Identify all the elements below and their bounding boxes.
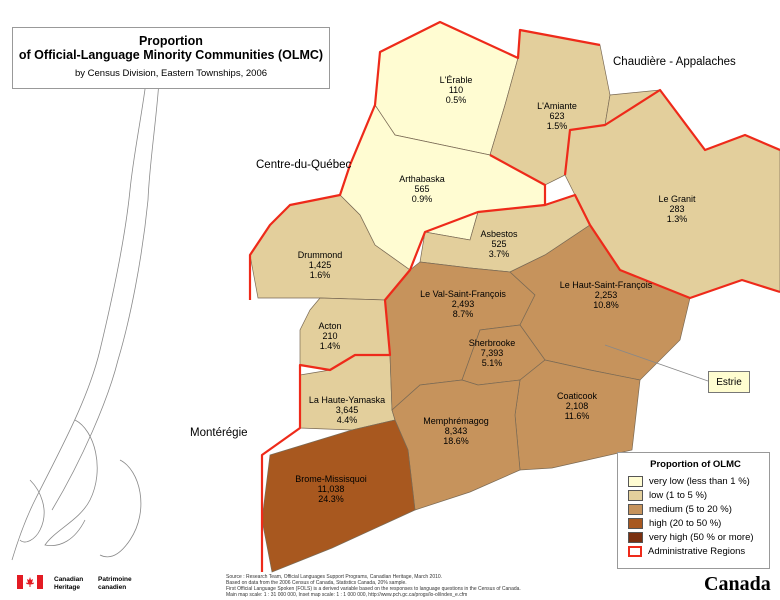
legend-swatch [628, 517, 643, 529]
division-pct: 4.4% [337, 415, 358, 425]
label-chaudiere-appalaches: Chaudière - Appalaches [613, 56, 736, 68]
division-pct: 1.6% [310, 270, 331, 280]
division-count: 1,425 [309, 260, 332, 270]
division-pct: 11.6% [565, 411, 590, 421]
division-name: Coaticook [557, 391, 598, 401]
legend: Proportion of OLMC very low (less than 1… [617, 452, 770, 569]
division-count: 525 [491, 239, 506, 249]
division-count: 623 [549, 111, 564, 121]
division-pct: 1.5% [547, 121, 568, 131]
division-name: L'Amiante [537, 101, 577, 111]
division-name: Le Haut-Saint-François [560, 280, 653, 290]
canada-flag-icon [17, 575, 43, 589]
division-count: 210 [322, 331, 337, 341]
division-name: L'Érable [440, 75, 473, 85]
division-pct: 5.1% [482, 358, 503, 368]
division-name: Drummond [298, 250, 343, 260]
legend-title: Proportion of OLMC [650, 459, 741, 470]
estrie-label: Estrie [708, 371, 750, 393]
legend-item: medium (5 to 20 %) [628, 502, 763, 516]
division-pct: 1.4% [320, 341, 341, 351]
source-line: Source : Research Team, Official Languag… [226, 574, 443, 580]
division-count: 2,108 [566, 401, 589, 411]
division-count: 7,393 [481, 348, 504, 358]
source-line: Main map scale: 1 : 31 000 000, Inset ma… [226, 592, 468, 598]
label-monteregie: Montérégie [190, 427, 248, 439]
legend-swatch [628, 503, 643, 515]
division-pct: 1.3% [667, 214, 688, 224]
division-pct: 10.8% [593, 300, 619, 310]
legend-item: low (1 to 5 %) [628, 488, 763, 502]
label-centre-du-quebec: Centre-du-Québec [256, 159, 351, 171]
division-pct: 0.5% [446, 95, 467, 105]
region-bromemissisquoi [261, 419, 416, 573]
map-title-line1: Proportion [139, 34, 203, 48]
division-count: 11,038 [318, 484, 345, 494]
legend-swatch [628, 489, 643, 501]
census-divisions [249, 21, 780, 573]
legend-item: high (20 to 50 %) [628, 516, 763, 530]
source-notes: Source : Research Team, Official Languag… [226, 574, 626, 598]
division-name: Le Val-Saint-François [420, 289, 506, 299]
estrie-callout-line [604, 344, 709, 382]
division-count: 8,343 [445, 426, 468, 436]
st-lawrence-river [11, 29, 161, 561]
legend-swatch-admin [628, 545, 642, 557]
legend-label: low (1 to 5 %) [649, 489, 708, 501]
legend-label: very high (50 % or more) [649, 531, 754, 543]
legend-label: high (20 to 50 %) [649, 517, 722, 529]
legend-swatch [628, 531, 643, 543]
division-pct: 24.3% [318, 494, 344, 504]
division-count: 2,253 [595, 290, 618, 300]
map-subtitle: by Census Division, Eastern Townships, 2… [74, 68, 268, 79]
legend-swatch [628, 475, 643, 487]
admin-region-boundary-east [489, 88, 780, 205]
legend-item: Administrative Regions [628, 544, 763, 558]
map-title-line2: of Official-Language Minority Communitie… [18, 48, 324, 62]
division-pct: 3.7% [489, 249, 510, 259]
division-pct: 8.7% [453, 309, 474, 319]
admin-region-boundary [260, 193, 780, 572]
map-title-box: Proportion of Official-Language Minority… [12, 27, 330, 89]
division-count: 565 [414, 184, 429, 194]
division-labels: L'Érable 110 0.5% Arthabaska 565 0.9% L'… [295, 75, 696, 504]
division-pct: 18.6% [443, 436, 469, 446]
division-name: Brome-Missisquoi [295, 474, 367, 484]
source-line: First Official Language Spoken (FOLS) is… [226, 586, 521, 592]
division-pct: 0.9% [412, 194, 433, 204]
division-name: Memphrémagog [423, 416, 489, 426]
legend-label: very low (less than 1 %) [649, 475, 750, 487]
division-count: 283 [669, 204, 684, 214]
division-count: 3,645 [336, 405, 359, 415]
source-line: Based on data from the 2006 Census of Ca… [226, 580, 407, 586]
division-name: Asbestos [480, 229, 518, 239]
division-name: La Haute-Yamaska [309, 395, 385, 405]
division-name: Le Granit [658, 194, 696, 204]
division-name: Arthabaska [399, 174, 445, 184]
division-name: Sherbrooke [469, 338, 516, 348]
canada-wordmark: Canada [704, 573, 771, 595]
legend-item: very high (50 % or more) [628, 530, 763, 544]
admin-region-boundary-north [248, 20, 601, 300]
division-count: 2,493 [452, 299, 475, 309]
division-count: 110 [449, 85, 463, 95]
division-name: Acton [318, 321, 341, 331]
legend-label: Administrative Regions [648, 545, 746, 557]
legend-label: medium (5 to 20 %) [649, 503, 732, 515]
legend-item: very low (less than 1 %) [628, 474, 763, 488]
